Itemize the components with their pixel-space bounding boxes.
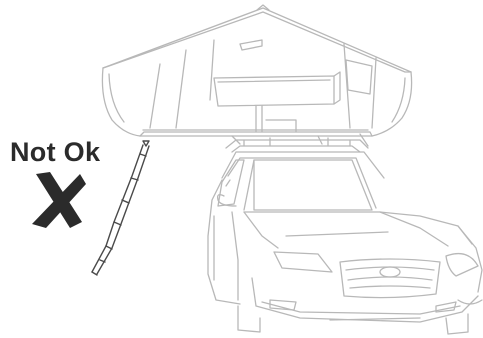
warning-label: Not Ok	[10, 136, 100, 168]
car-body	[208, 134, 482, 334]
ladder	[92, 141, 149, 275]
cross-mark-icon	[30, 170, 88, 230]
tent-canopy	[102, 5, 411, 136]
